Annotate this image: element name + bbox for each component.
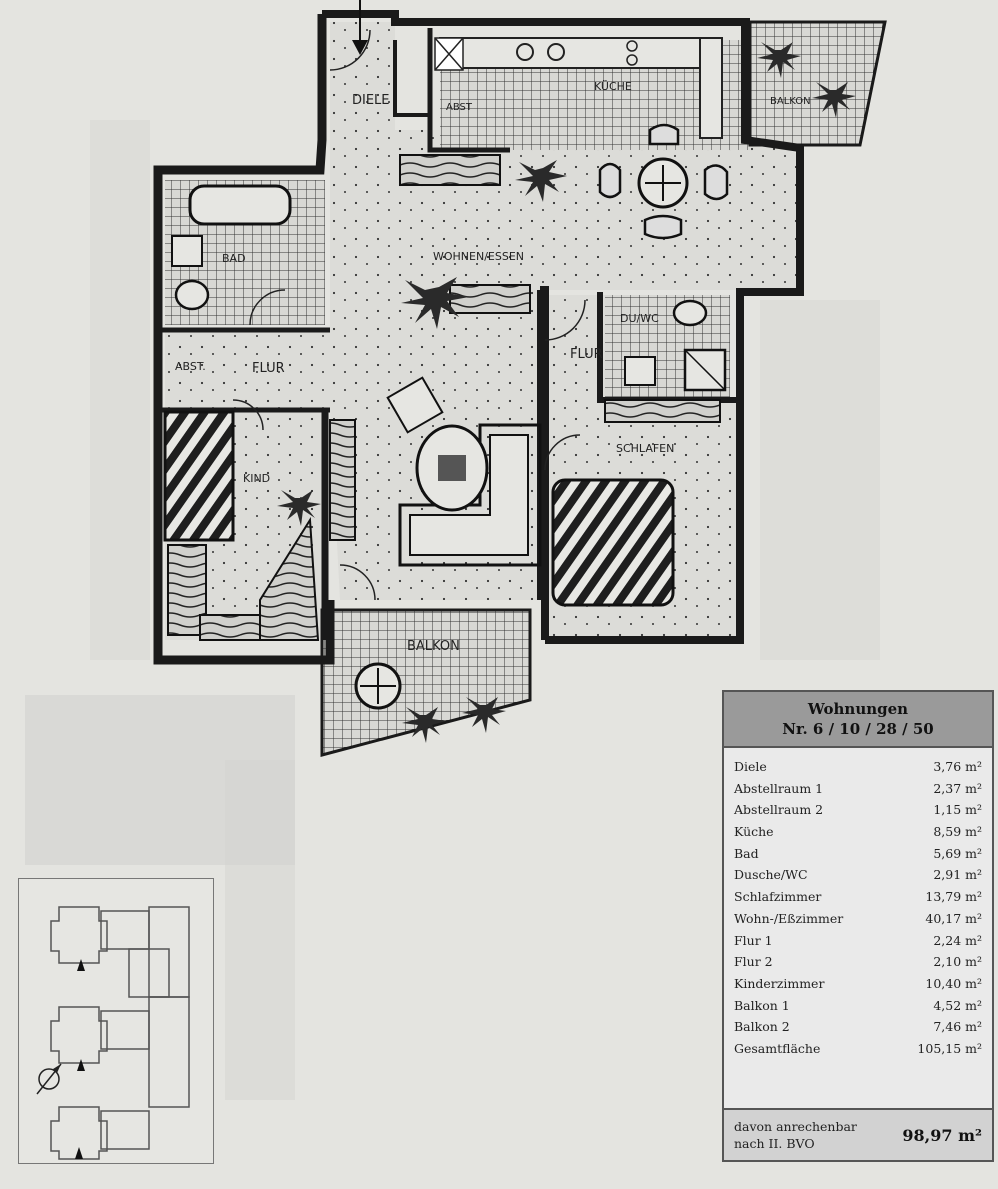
room-area: 1,15 m² — [933, 802, 982, 818]
plants — [277, 42, 856, 743]
room-area: 8,59 m² — [933, 824, 982, 840]
site-plan-drawing — [36, 906, 190, 1160]
area-row: Schlafzimmer 13,79 m² — [734, 886, 982, 908]
dining-table — [598, 123, 729, 240]
room-name: Balkon 2 — [734, 1019, 790, 1035]
label-schlafen: SCHLAFEN — [616, 442, 674, 455]
room-name: Schlafzimmer — [734, 889, 822, 905]
room-area: 105,15 m² — [917, 1040, 982, 1056]
room-name: Wohn-/Eßzimmer — [734, 910, 844, 926]
footer-label: davon anrechenbar nach II. BVO — [734, 1118, 857, 1152]
label-flur-right: FLUR — [570, 347, 603, 362]
table-title: Wohnungen — [807, 700, 909, 718]
room-area: 7,46 m² — [933, 1019, 982, 1035]
room-area: 13,79 m² — [925, 889, 982, 905]
footer-total: 98,97 m² — [902, 1125, 982, 1145]
label-flur-left: FLUR — [252, 361, 285, 376]
room-name: Flur 1 — [734, 932, 773, 948]
footer-line-1: davon anrechenbar — [734, 1119, 857, 1134]
label-kind: KIND — [243, 472, 270, 485]
label-balkon-top: BALKON — [770, 96, 811, 107]
room-name: Gesamtfläche — [734, 1040, 821, 1056]
label-balkon-bottom: BALKON — [407, 639, 460, 654]
bed — [551, 478, 675, 607]
room-area: 2,10 m² — [933, 954, 982, 970]
room-area: 10,40 m² — [925, 975, 982, 991]
area-row: Küche 8,59 m² — [734, 821, 982, 843]
label-bad: BAD — [222, 252, 246, 265]
sofa — [398, 423, 542, 567]
kitchen-counter — [439, 37, 711, 69]
room-name: Bad — [734, 845, 759, 861]
room-name: Abstellraum 2 — [734, 802, 824, 818]
room-area: 5,69 m² — [933, 845, 982, 861]
room-area: 2,24 m² — [933, 932, 982, 948]
label-diele: DIELE — [352, 93, 390, 108]
area-row: Bad 5,69 m² — [734, 843, 982, 865]
bathtub — [188, 184, 292, 226]
room-name: Küche — [734, 824, 774, 840]
child-bed — [163, 410, 235, 542]
footer-line-2: nach II. BVO — [734, 1136, 815, 1151]
room-area: 2,37 m² — [933, 780, 982, 796]
balcony-bottom-outline — [320, 608, 532, 757]
area-table: Wohnungen Nr. 6 / 10 / 28 / 50 Diele 3,76… — [722, 690, 994, 1162]
area-table-footer: davon anrechenbar nach II. BVO 98,97 m² — [724, 1108, 992, 1160]
label-abst-top: ABST — [446, 102, 473, 113]
area-row: Wohn-/Eßzimmer 40,17 m² — [734, 908, 982, 930]
area-row: Abstellraum 2 1,15 m² — [734, 799, 982, 821]
area-row: Flur 1 2,24 m² — [734, 930, 982, 952]
room-name: Kinderzimmer — [734, 975, 825, 991]
room-name: Balkon 1 — [734, 997, 790, 1013]
door-swings — [232, 29, 586, 601]
site-plan — [18, 878, 214, 1164]
room-name: Diele — [734, 759, 767, 774]
room-labels: DIELE KÜCHE ABST BALKON BAD WOHNEN/ESSEN… — [175, 80, 811, 654]
room-area: 40,17 m² — [925, 910, 982, 926]
room-area: 3,76 m² — [933, 759, 982, 774]
label-kueche: KÜCHE — [594, 80, 632, 93]
area-row-total: Gesamtfläche 105,15 m² — [734, 1038, 982, 1060]
area-row: Abstellraum 1 2,37 m² — [734, 778, 982, 800]
label-duwc: DU/WC — [620, 312, 659, 325]
area-row: Diele 3,76 m² — [734, 756, 982, 778]
table-subtitle: Nr. 6 / 10 / 28 / 50 — [782, 720, 934, 738]
north-arrow-icon — [36, 1063, 62, 1095]
area-list: Diele 3,76 m² Abstellraum 1 2,37 m² Abstel… — [724, 748, 992, 1060]
room-area: 4,52 m² — [933, 997, 982, 1013]
walls — [153, 10, 804, 665]
label-wohnen: WOHNEN/ESSEN — [433, 250, 524, 263]
room-name: Abstellraum 1 — [734, 780, 824, 796]
label-abst-left: ABST. — [175, 360, 206, 373]
area-row: Kinderzimmer 10,40 m² — [734, 973, 982, 995]
area-row: Balkon 2 7,46 m² — [734, 1016, 982, 1038]
entrance-arrow-icon — [352, 0, 368, 55]
area-row: Balkon 1 4,52 m² — [734, 995, 982, 1017]
area-row: Dusche/WC 2,91 m² — [734, 864, 982, 886]
room-name: Dusche/WC — [734, 867, 808, 883]
room-name: Flur 2 — [734, 954, 773, 970]
balcony-top-outline — [748, 20, 887, 147]
room-area: 2,91 m² — [933, 867, 982, 883]
area-row: Flur 2 2,10 m² — [734, 951, 982, 973]
area-table-header: Wohnungen Nr. 6 / 10 / 28 / 50 — [724, 692, 992, 748]
